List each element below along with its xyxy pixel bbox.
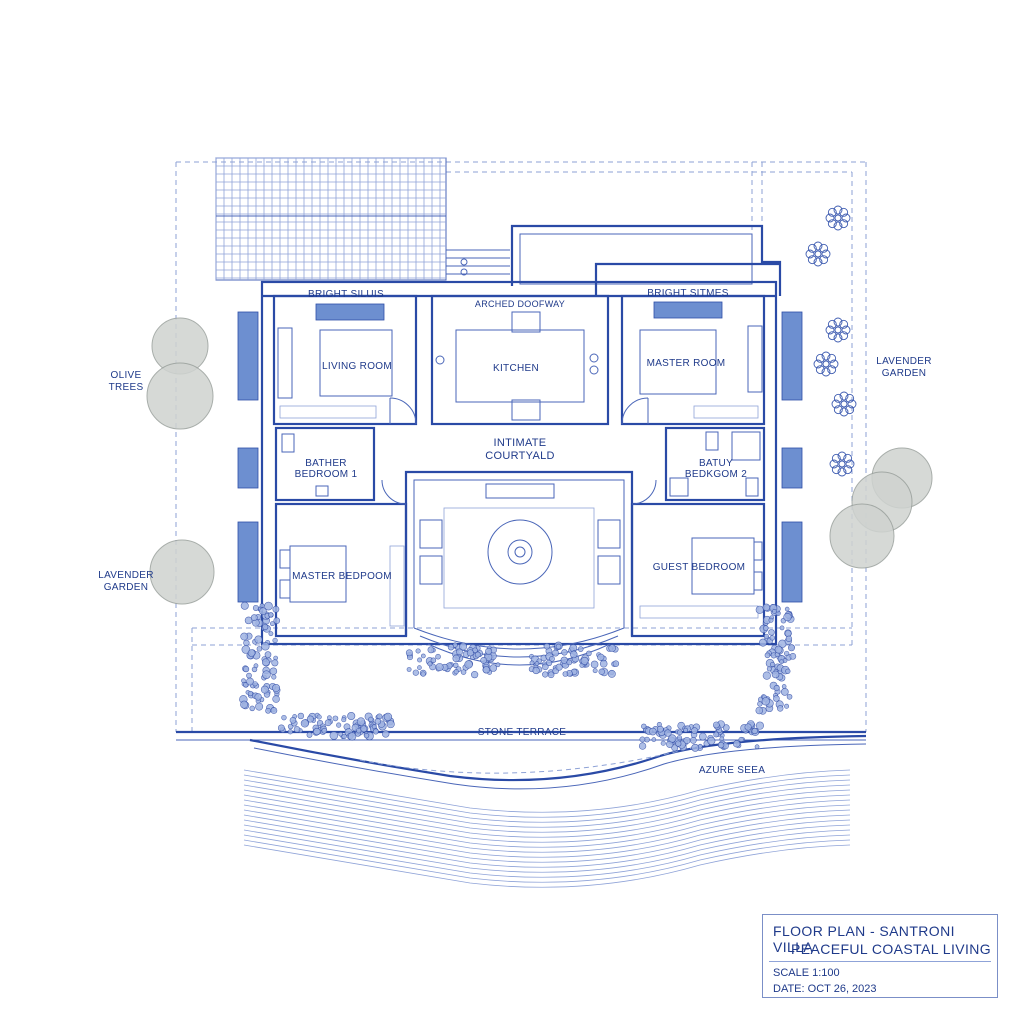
label-bath-1-line1: BATHER — [305, 458, 347, 469]
label-bright-stairs-right: BRIGHT SITMES — [647, 288, 729, 299]
label-olive-trees-line1: OLIVE — [111, 370, 142, 381]
label-olive-trees-line2: TREES — [109, 382, 144, 393]
shrub-icons — [239, 601, 797, 752]
label-lavender-left-line1: LAVENDER — [98, 570, 154, 581]
title-line2: PEACEFUL COASTAL LIVING — [791, 941, 992, 957]
label-bath-1-line2: BEDROOM 1 — [295, 469, 358, 480]
label-lavender-left-line2: GARDEN — [104, 582, 149, 593]
olive-tree-icons — [146, 317, 933, 605]
door-swings — [381, 397, 657, 505]
room-labels: BRIGHT SILUIS ARCHED DOOFWAY BRIGHT SITM… — [98, 288, 932, 776]
label-lavender-right-line1: LAVENDER — [876, 356, 932, 367]
label-master-room: MASTER ROOM — [647, 358, 726, 369]
label-courtyard-line1: INTIMATE — [494, 437, 547, 449]
terrace-and-shoreline — [176, 730, 867, 790]
house-walls — [260, 280, 778, 646]
label-arched-doorway: ARCHED DOOFWAY — [475, 299, 565, 309]
label-stone-terrace: STONE TERRACE — [478, 727, 567, 738]
label-guest-bedroom: GUEST BEDROOM — [653, 562, 746, 573]
title-divider — [769, 961, 991, 962]
label-master-bedroom: MASTER BEDPOOM — [292, 571, 392, 582]
label-lavender-right-line2: GARDEN — [882, 368, 927, 379]
lavender-flower-icons — [805, 205, 857, 477]
label-bath-2-line1: BATUY — [699, 458, 733, 469]
label-bright-stairs-left: BRIGHT SILUIS — [308, 289, 384, 300]
furniture — [277, 311, 763, 666]
label-kitchen: KITCHEN — [493, 363, 539, 374]
title-line1: FLOOR PLAN - SANTRONI VILLA — [773, 923, 955, 955]
entry-stairs — [446, 249, 510, 283]
title-block: FLOOR PLAN - SANTRONI VILLA PEACEFUL COA… — [762, 914, 998, 998]
label-living-room: LIVING ROOM — [322, 361, 392, 372]
window-shutters — [237, 301, 803, 603]
label-bath-2-line2: BEDKGOM 2 — [685, 469, 747, 480]
label-azure-sea: AZURE SEEA — [699, 765, 765, 776]
upper-annex — [510, 224, 782, 296]
scale-text: SCALE 1:100 — [773, 967, 840, 979]
date-text: DATE: OCT 26, 2023 — [773, 983, 877, 995]
sea-hatching — [243, 769, 851, 888]
label-courtyard-line2: COURTYALD — [485, 450, 555, 462]
pergola-grid — [215, 157, 447, 281]
